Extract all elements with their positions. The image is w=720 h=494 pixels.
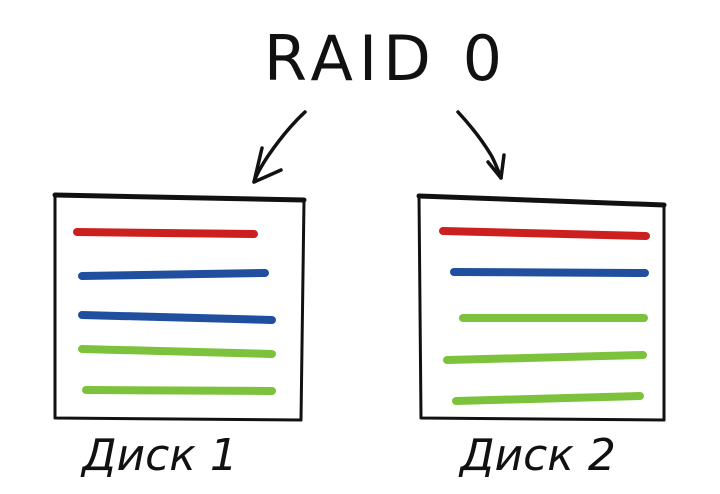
disk-2-stripe xyxy=(452,392,644,405)
arrow-to-disk-2-icon xyxy=(456,110,506,180)
disk-1-stripe xyxy=(78,345,276,358)
disk-2-stripe xyxy=(450,268,649,277)
disk-1-label: Диск 1 xyxy=(80,430,238,481)
disk-2-stripe xyxy=(443,351,647,364)
disk-2-box xyxy=(416,193,667,422)
disk-2-stripe xyxy=(439,227,650,240)
disk-1-stripe xyxy=(78,269,269,280)
disk-2-label: Диск 2 xyxy=(458,430,616,481)
disk-1-stripe xyxy=(78,311,276,324)
disk-1-box xyxy=(52,192,307,422)
disk-1-stripe xyxy=(73,228,258,238)
arrow-to-disk-1-icon xyxy=(252,110,307,184)
disk-1-stripe xyxy=(82,386,276,395)
diagram-title: RAID 0 xyxy=(264,22,508,95)
